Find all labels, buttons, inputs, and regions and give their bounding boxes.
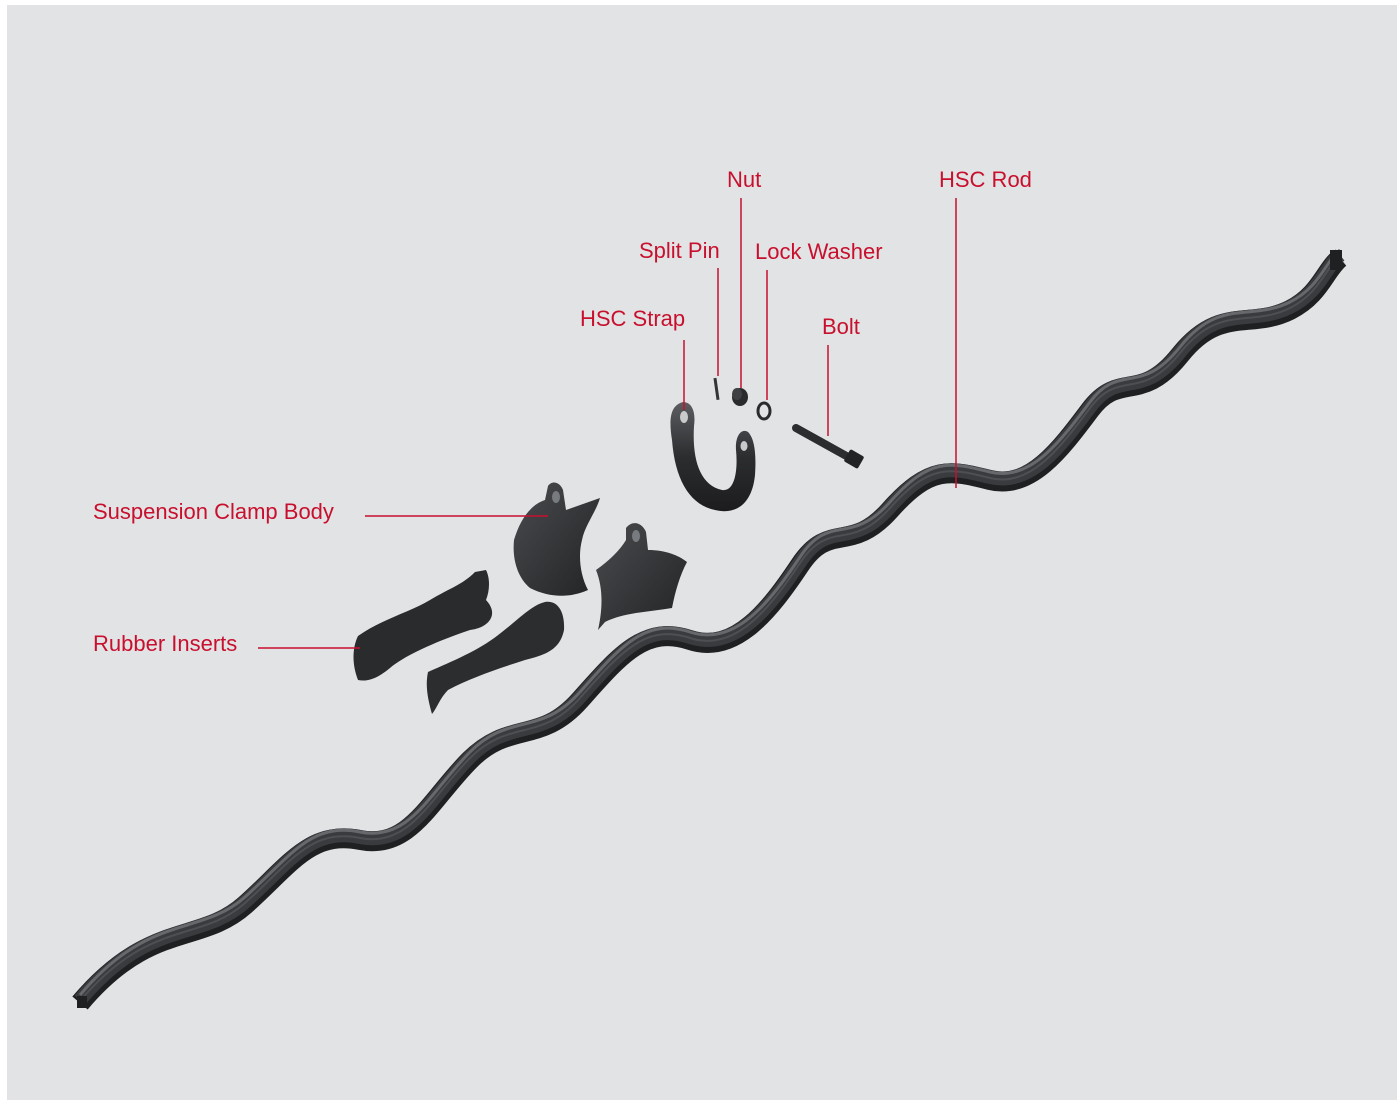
exploded-diagram: Nut HSC Rod Split Pin Lock Washer HSC St… [7, 5, 1397, 1100]
bolt [796, 428, 864, 469]
rubber-inserts-label: Rubber Inserts [93, 631, 237, 657]
hsc-rod-label: HSC Rod [939, 167, 1032, 193]
split-pin-label: Split Pin [639, 238, 720, 264]
hsc-strap [670, 402, 755, 511]
split-pin [713, 378, 719, 400]
nut [732, 388, 748, 406]
diagram-artwork [7, 5, 1397, 1100]
rubber-inserts [354, 570, 565, 714]
hsc-strap-label: HSC Strap [580, 306, 685, 332]
bolt-label: Bolt [822, 314, 860, 340]
suspension-clamp-body-label: Suspension Clamp Body [93, 499, 334, 525]
hsc-rod [77, 250, 1342, 1008]
nut-label: Nut [727, 167, 761, 193]
lock-washer [758, 403, 770, 419]
lock-washer-label: Lock Washer [755, 239, 883, 265]
